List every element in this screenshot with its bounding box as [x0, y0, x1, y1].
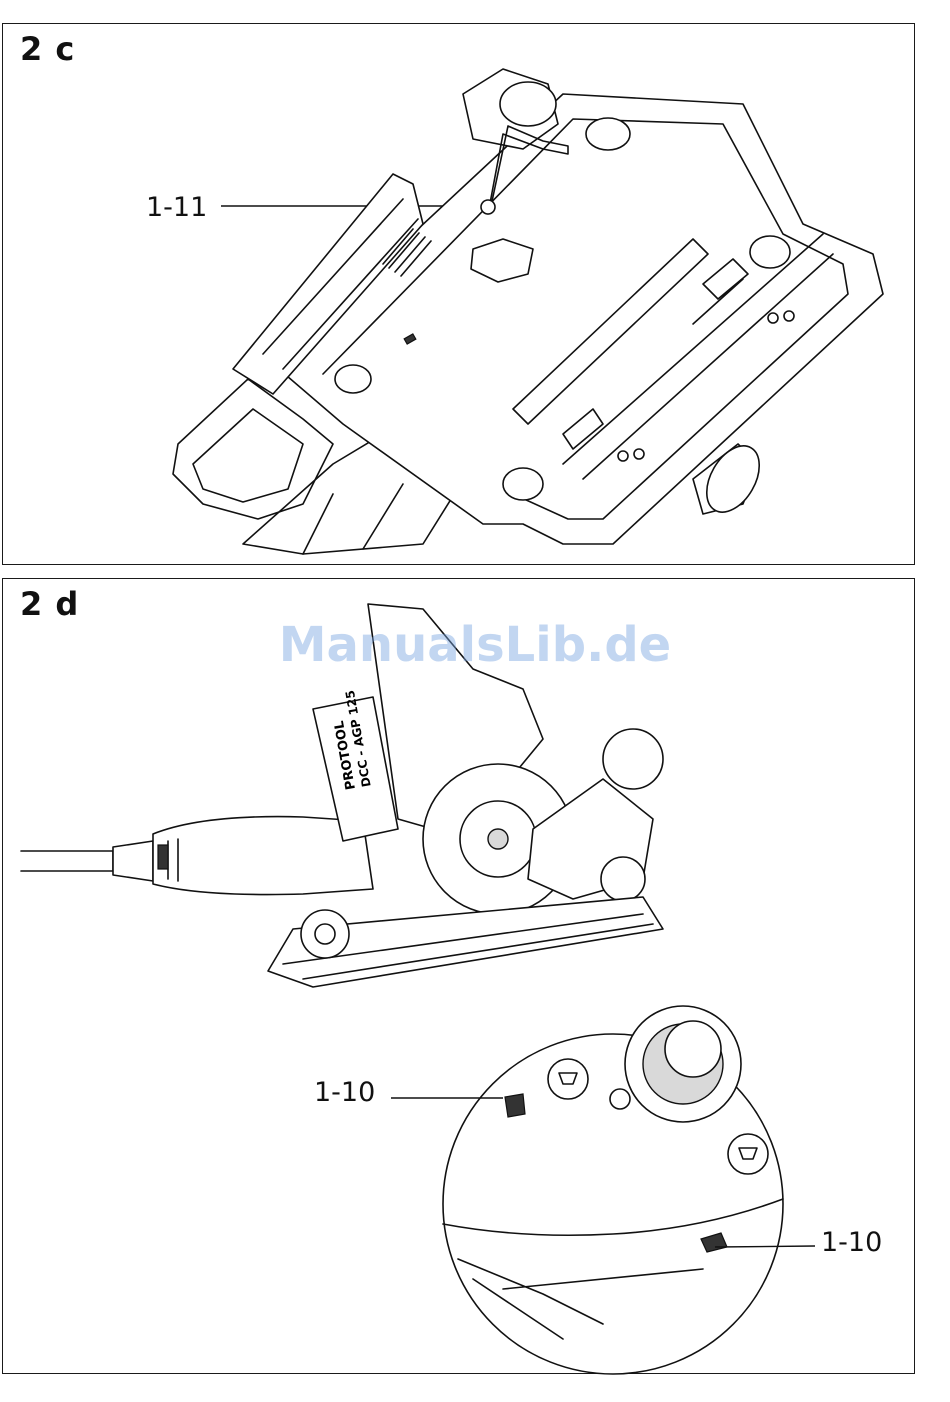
base-plate: [273, 94, 883, 544]
guide-roller-lower: [503, 468, 543, 500]
watermark: ManualsLib.de: [0, 617, 950, 673]
torx-screw-left: [548, 1059, 588, 1099]
guide-roller-right: [750, 236, 790, 268]
base-plate-illustration: [3, 24, 916, 566]
cord-strain-relief: [113, 841, 153, 881]
guide-roller-upper: [500, 82, 556, 126]
handle-body: [173, 379, 333, 519]
callout-1-10-lower-leader: [715, 1246, 815, 1247]
figure-2c-panel: 2 c 1-11: [2, 23, 915, 565]
locking-tab-upper: [505, 1094, 525, 1117]
front-roller: [301, 910, 349, 958]
torx-screw-right: [728, 1134, 768, 1174]
figure-2d-panel: 2 d 1-10 1-10: [2, 578, 915, 1374]
